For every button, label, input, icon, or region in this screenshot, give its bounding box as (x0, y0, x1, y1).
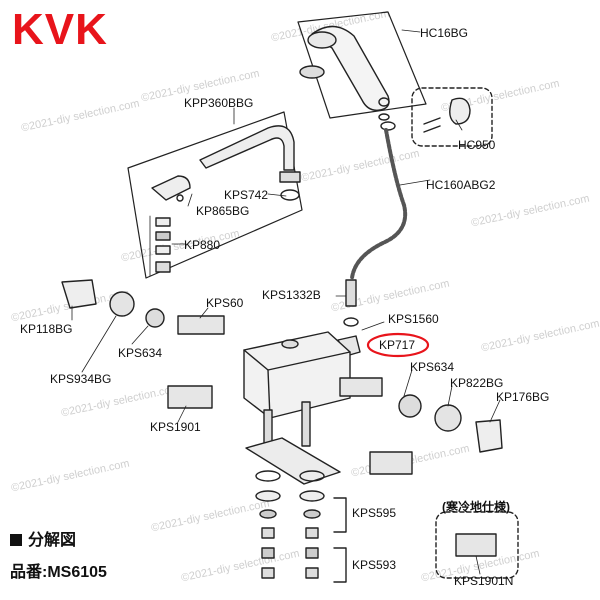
cartridge-left (177, 315, 225, 335)
label-kps60: KPS60 (206, 296, 244, 310)
label-kpp360bbg: KPP360BBG (184, 96, 254, 110)
label-cold-region: (寒冷地仕様) (442, 500, 510, 514)
label-kps634-right: KPS634 (410, 360, 455, 374)
cartridge-right (339, 377, 383, 397)
mounting-plate (245, 437, 341, 485)
spout-frame (127, 111, 303, 279)
label-kps1901n: KPS1901N (454, 574, 514, 588)
label-kp865bg: KP865BG (196, 204, 250, 218)
highlight-ring (366, 332, 430, 358)
aerator (151, 175, 191, 201)
label-kps1901: KPS1901 (150, 420, 201, 434)
hose (350, 128, 408, 280)
label-hc160abg2: HC160ABG2 (426, 178, 496, 192)
label-kp118bg: KP118BG (20, 322, 73, 336)
label-kp880: KP880 (184, 238, 221, 252)
diagram-caption: 分解図 (10, 532, 76, 550)
label-kp176bg: KP176BG (496, 390, 550, 404)
label-hc950: HC950 (458, 138, 496, 152)
label-kps593: KPS593 (352, 558, 397, 572)
label-kp717: KP717 (379, 338, 416, 352)
holder (449, 97, 471, 125)
valve-body (243, 331, 351, 419)
model-number: 品番:MS6105 (10, 564, 107, 581)
label-kps634-left: KPS634 (118, 346, 163, 360)
caption-title: 分解図 (28, 532, 77, 549)
label-hc16bg: HC16BG (420, 26, 469, 40)
label-kp822bg: KP822BG (450, 376, 504, 390)
shower-head-frame (297, 11, 427, 119)
square-bullet-icon (10, 534, 22, 546)
right-handle (475, 419, 503, 453)
label-kps1560: KPS1560 (388, 312, 439, 326)
label-kps595: KPS595 (352, 506, 397, 520)
label-kps1332b: KPS1332B (262, 288, 321, 302)
shower-head (311, 25, 390, 111)
spray-plate (299, 65, 325, 79)
spout-pipe (199, 125, 295, 171)
label-kps934bg: KPS934BG (50, 372, 112, 386)
brand-logo: KVK (12, 5, 108, 54)
left-handle (61, 279, 97, 309)
cold-valve (455, 533, 497, 557)
cold-region-box (435, 511, 519, 579)
holder-box (411, 87, 493, 147)
nipple (345, 279, 357, 307)
check-valve (167, 385, 213, 409)
label-kps742: KPS742 (224, 188, 269, 202)
shower-face (307, 31, 337, 49)
